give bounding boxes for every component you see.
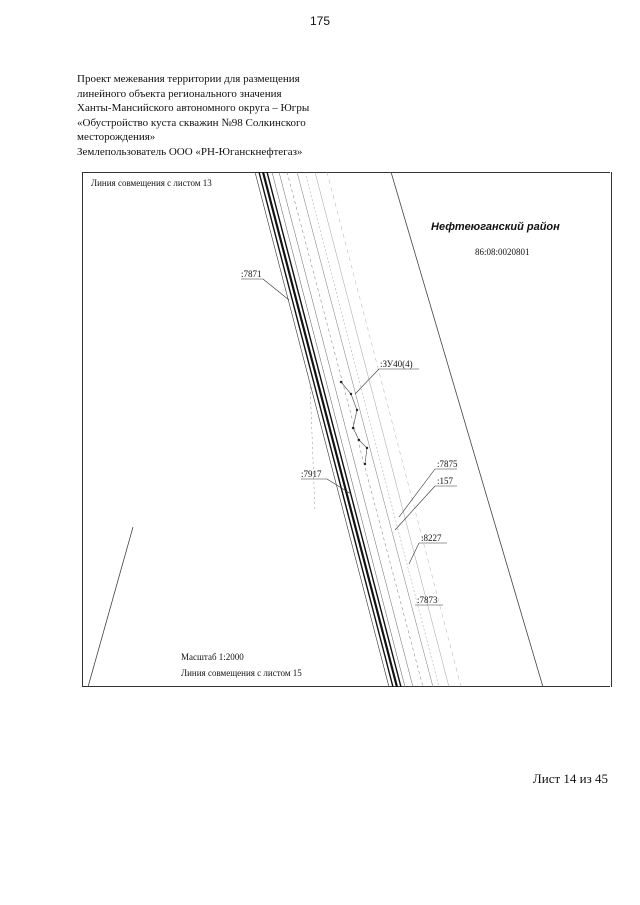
- left-boundary-line: [87, 526, 134, 687]
- join-line-top-label: Линия совмещения с листом 13: [91, 178, 212, 188]
- parcel-label-zu40: :ЗУ40(4): [380, 359, 413, 369]
- dashed-line: [309, 381, 316, 513]
- header-line-3: Ханты-Мансийского автономного округа – Ю…: [77, 102, 310, 115]
- document-header: Проект межевания территории для размещен…: [77, 72, 377, 160]
- parcel-label-157: :157: [437, 476, 454, 486]
- page-number: 175: [309, 14, 331, 28]
- parcel-label-7873: :7873: [417, 595, 438, 605]
- road-corridor: [254, 172, 462, 687]
- survey-points: [339, 380, 369, 466]
- cadastral-map: Линия совмещения с листом 13 Нефтеюганск…: [82, 172, 612, 687]
- header-line-2: линейного объекта регионального значения: [77, 87, 282, 100]
- header-line-1: Проект межевания территории для размещен…: [77, 73, 300, 85]
- map-top-join-line: [82, 172, 610, 173]
- leader-lines: [241, 278, 457, 606]
- header-line-4: «Обустройство куста скважин №98 Солкинск…: [77, 116, 306, 129]
- right-boundary-line: [390, 172, 544, 687]
- header-line-5: месторождения»: [77, 131, 156, 144]
- map-bottom-join-line: [82, 686, 610, 687]
- parcel-label-7875: :7875: [437, 459, 458, 469]
- join-line-bottom-label: Линия совмещения с листом 15: [181, 668, 302, 678]
- parcel-label-7871: :7871: [241, 269, 262, 279]
- parcel-label-8227: :8227: [421, 533, 442, 543]
- map-drawing: [87, 172, 544, 687]
- district-label: Нефтеюганский район: [431, 221, 560, 233]
- map-scale: Масштаб 1:2000: [181, 652, 244, 662]
- cadastral-quarter-label: 86:08:0020801: [475, 247, 530, 257]
- header-line-6: Землепользователь ООО «РН-Юганскнефтегаз…: [77, 145, 303, 158]
- sheet-number: Лист 14 из 45: [532, 771, 608, 786]
- parcel-label-7917: :7917: [301, 469, 322, 479]
